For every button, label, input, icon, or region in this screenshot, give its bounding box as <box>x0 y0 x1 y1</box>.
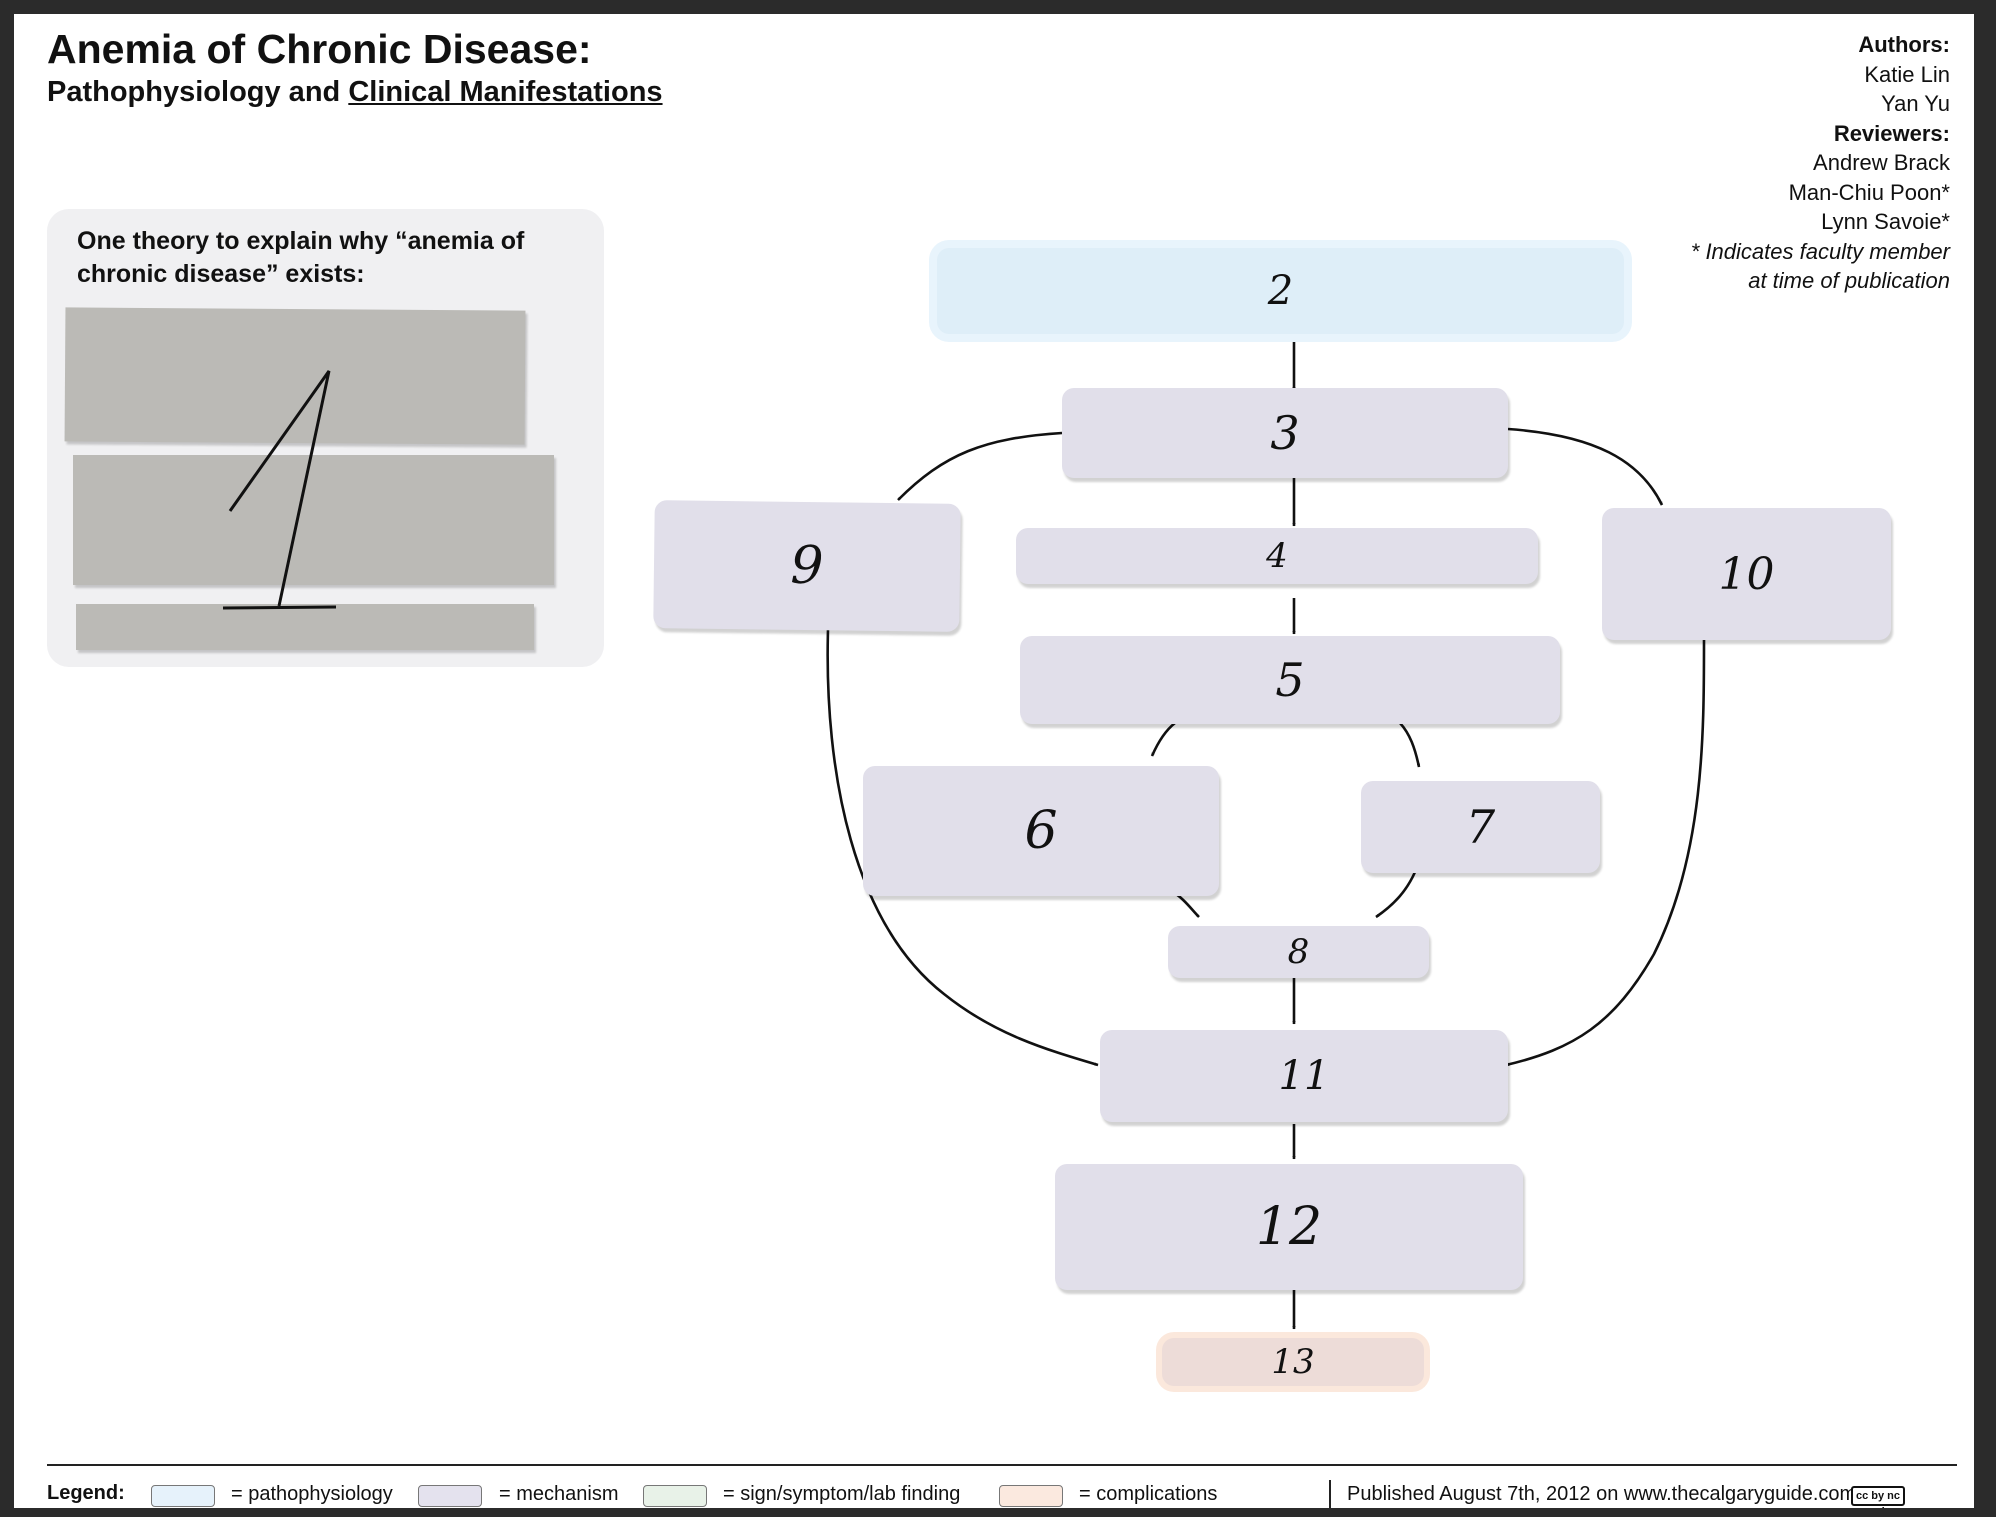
legend-swatch-complications <box>999 1485 1063 1507</box>
node-7: 7 <box>1361 781 1600 873</box>
reviewer-name: Man-Chiu Poon* <box>1788 179 1950 205</box>
redacted-bar <box>76 604 534 650</box>
node-number: 6 <box>1024 801 1058 861</box>
node-number: 2 <box>1267 268 1294 314</box>
node-11: 11 <box>1100 1030 1508 1122</box>
arrow-3-to-10 <box>1507 427 1664 506</box>
legend-label-sign-symptom: = sign/symptom/lab finding <box>723 1483 961 1505</box>
reviewer-name: Andrew Brack <box>1813 150 1950 175</box>
legend: Legend: = pathophysiology = mechanism = … <box>47 1480 1967 1508</box>
node-2: 2 <box>937 248 1624 334</box>
node-4: 4 <box>1016 528 1538 584</box>
theory-heading: One theory to explain why “anemia of chr… <box>77 227 525 288</box>
node-6: 6 <box>863 766 1219 896</box>
subtitle-underlined: Clinical Manifestations <box>348 76 663 108</box>
arrow-5-to-6 <box>1150 721 1176 757</box>
reviewer-name: Lynn Savoie* <box>1821 209 1950 234</box>
page-title: Anemia of Chronic Disease: <box>47 26 592 72</box>
reviewers-heading: Reviewers: <box>1833 120 1950 146</box>
arrow-6-to-8 <box>1175 892 1200 918</box>
authors-heading: Authors: <box>1858 32 1950 57</box>
legend-swatch-sign-symptom <box>643 1485 707 1507</box>
published-note: Published August 7th, 2012 on www.thecal… <box>1347 1483 1857 1505</box>
arrow-7-to-8 <box>1375 871 1417 919</box>
author-name: Katie Lin <box>1864 61 1950 87</box>
arrow-9-to-11 <box>826 629 1099 1067</box>
legend-label-complications: = complications <box>1079 1483 1218 1505</box>
redacted-bar <box>73 455 554 585</box>
node-9: 9 <box>653 500 961 632</box>
node-12: 12 <box>1055 1164 1523 1290</box>
creative-commons-license-icon: cc by nc nd <box>1851 1486 1905 1508</box>
node-number: 13 <box>1271 1342 1315 1382</box>
node-13: 13 <box>1162 1338 1424 1386</box>
node-number: 11 <box>1278 1053 1330 1099</box>
legend-swatch-pathophysiology <box>151 1485 215 1507</box>
slide-page: Anemia of Chronic Disease: Pathophysiolo… <box>14 14 1974 1508</box>
node-3: 3 <box>1062 388 1508 478</box>
node-number: 5 <box>1275 653 1305 707</box>
arrow-5-to-7 <box>1399 722 1421 768</box>
handwritten-number: 1 <box>222 370 337 610</box>
legend-swatch-mechanism <box>418 1485 482 1507</box>
legend-label-mechanism: = mechanism <box>499 1483 619 1505</box>
arrow-3-to-9 <box>897 431 1063 501</box>
legend-divider-line <box>47 1464 1957 1466</box>
author-name: Yan Yu <box>1881 91 1950 116</box>
node-number: 7 <box>1465 800 1496 854</box>
node-number: 3 <box>1270 406 1300 460</box>
subtitle-plain: Pathophysiology and <box>47 76 349 108</box>
node-number: 9 <box>790 535 824 597</box>
page-subtitle: Pathophysiology and Clinical Manifestati… <box>47 76 663 109</box>
node-5: 5 <box>1020 636 1560 724</box>
node-number: 4 <box>1266 536 1288 576</box>
node-number: 12 <box>1255 1197 1323 1257</box>
diagram-arrows <box>826 334 1706 1330</box>
node-10: 10 <box>1602 508 1891 640</box>
legend-title: Legend: <box>47 1482 125 1504</box>
faculty-note: at time of publication <box>1748 268 1950 293</box>
node-number: 8 <box>1287 932 1310 972</box>
theory-panel: One theory to explain why “anemia of chr… <box>47 209 604 667</box>
credits-block: Authors: Katie Lin Yan Yu Reviewers: And… <box>1691 30 1950 296</box>
faculty-note: * Indicates faculty member <box>1690 238 1950 264</box>
legend-separator <box>1329 1480 1331 1508</box>
node-number: 10 <box>1718 548 1775 600</box>
legend-label-pathophysiology: = pathophysiology <box>231 1483 393 1505</box>
arrow-10-to-11 <box>1505 639 1706 1067</box>
node-8: 8 <box>1168 926 1429 978</box>
